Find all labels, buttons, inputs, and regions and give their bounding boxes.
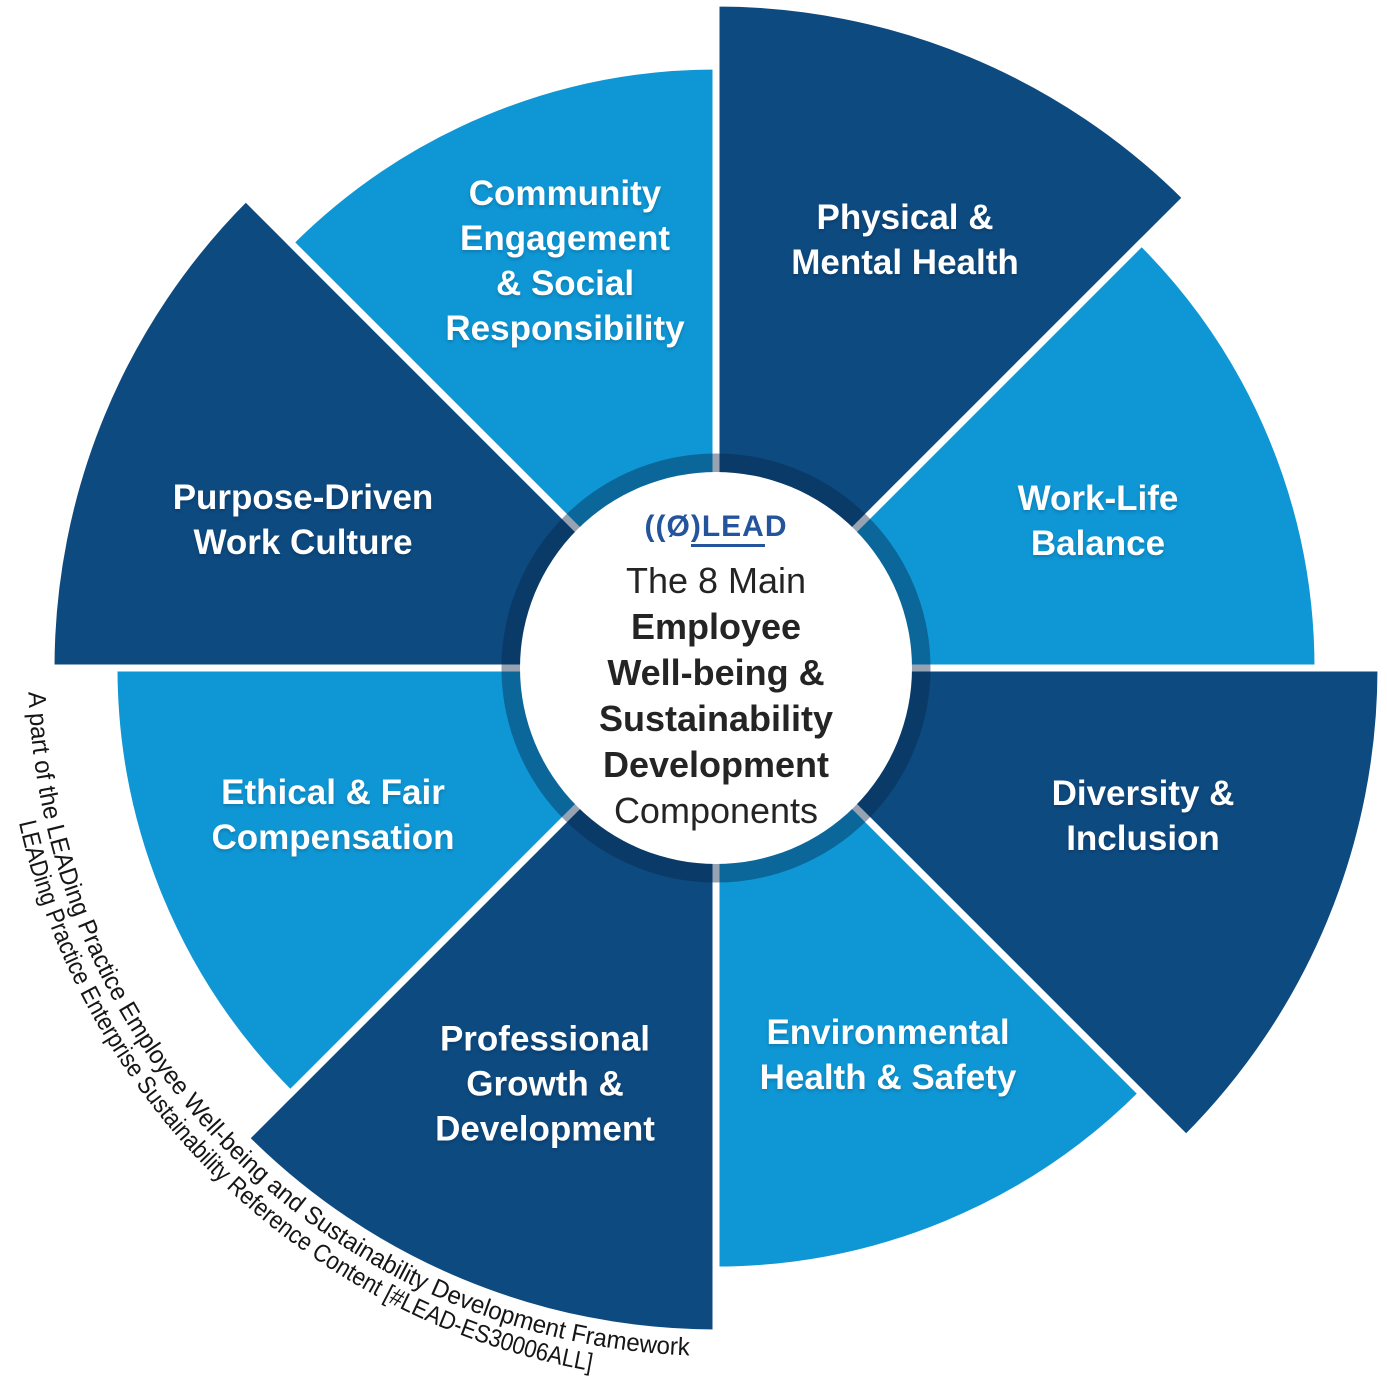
label-line: Environmental [766,1013,1010,1052]
label-work-life-balance: Work-Life Balance [1018,476,1179,566]
label-line: Community [468,174,662,213]
segment-physical-mental-health [712,0,1192,677]
label-line: Mental Health [791,243,1019,282]
lead-logo-suffix: D [764,510,788,543]
segment-diversity-inclusion [707,664,1385,1144]
center-title-line: Sustainability [598,698,834,739]
label-line: Work-Life [1017,479,1179,518]
label-ethical-fair-compensation: Ethical & Fair Compensation [211,770,454,860]
label-line: Physical & [816,198,994,237]
label-line: Purpose-Driven [172,478,434,517]
label-community-engagement: Community Engagement & Social Responsibi… [445,171,684,351]
center-hub: ((Ø)LEAD The 8 Main Employee Well-being … [599,510,833,834]
lead-logo-underlined: )LEA [690,510,765,547]
center-title-line: Employee [630,606,802,647]
center-title-line: Well-being & [607,652,825,693]
label-line: Inclusion [1066,819,1220,858]
center-ring [501,453,931,883]
lead-logo: ((Ø)LEAD [599,510,833,547]
label-line: Professional [439,1019,651,1059]
label-line: Compensation [211,818,455,857]
label-line: Balance [1030,524,1166,563]
center-circle [520,472,912,864]
label-line: Responsibility [445,309,685,348]
label-line: Development [435,1109,655,1149]
label-line: & Social [495,264,635,303]
label-physical-mental-health: Physical & Mental Health [791,195,1019,285]
lead-logo-icon: ((Ø [644,510,691,543]
label-diversity-inclusion: Diversity & Inclusion [1052,771,1235,861]
center-title-line: Development [602,744,830,785]
center-title-line: Components [613,790,819,831]
label-professional-growth-development: Professional Growth & Development [435,1017,655,1152]
label-line: Work Culture [193,523,413,562]
label-line: Growth & [466,1064,624,1104]
label-purpose-driven-work-culture: Purpose-Driven Work Culture [173,475,434,565]
segment-purpose-driven-work-culture [47,192,725,672]
label-line: Ethical & Fair [221,773,445,812]
label-line: Diversity & [1051,774,1235,813]
label-line: Engagement [459,219,671,258]
center-title-line: The 8 Main [625,560,807,601]
label-environmental-health-safety: Environmental Health & Safety [760,1010,1017,1100]
label-line: Health & Safety [759,1058,1017,1097]
segment-professional-growth-development [240,659,720,1337]
